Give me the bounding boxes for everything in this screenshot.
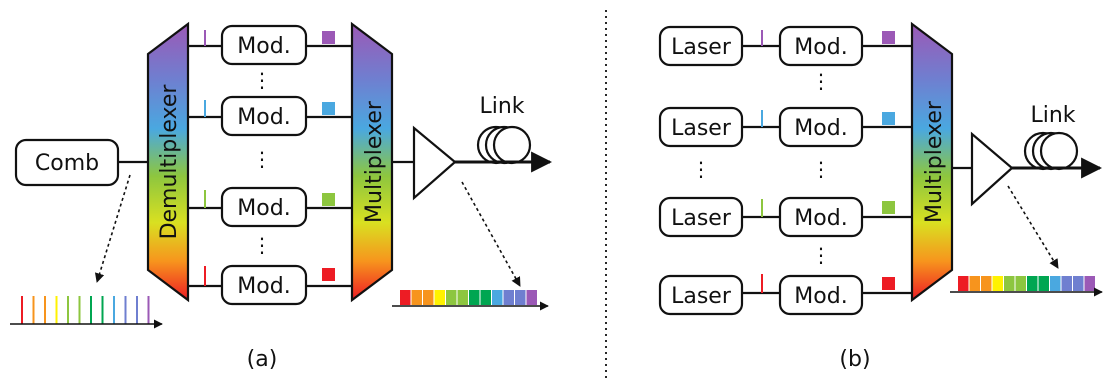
comb-label: Comb bbox=[35, 151, 99, 176]
vertical-ellipsis: ⋮ bbox=[252, 68, 272, 92]
laser-row-3: Laser Mod. bbox=[658, 196, 912, 238]
caption-b: (b) bbox=[839, 347, 870, 372]
laser-row-4: Laser Mod. bbox=[658, 274, 912, 316]
output-spectrum bbox=[958, 276, 1095, 291]
comb-block: Comb bbox=[14, 138, 120, 187]
spectrum-block bbox=[1004, 276, 1015, 291]
laser-label: Laser bbox=[671, 116, 732, 141]
laser-row-2: Laser Mod. bbox=[658, 106, 912, 148]
mod-label: Mod. bbox=[794, 284, 847, 309]
spectrum-block bbox=[503, 290, 514, 305]
spectrum-block bbox=[981, 276, 992, 291]
comb-spectrum-pointer bbox=[94, 174, 131, 283]
laser-label: Laser bbox=[671, 284, 732, 309]
spectrum-block bbox=[423, 290, 434, 305]
spectrum-block bbox=[969, 276, 980, 291]
comb-spectrum bbox=[21, 296, 150, 324]
spectrum-block bbox=[492, 290, 503, 305]
fiber-link-coil bbox=[1023, 131, 1079, 171]
laser-row-1: Laser Mod. bbox=[658, 25, 912, 67]
demultiplexer-label: Demultiplexer bbox=[157, 84, 182, 240]
mod-row-1: Mod. bbox=[188, 24, 352, 66]
vertical-ellipsis: ⋮ bbox=[252, 233, 272, 257]
modulated-signal-blue bbox=[322, 102, 335, 115]
vertical-ellipsis: ⋮ bbox=[811, 157, 831, 181]
caption-a: (a) bbox=[247, 347, 278, 372]
demultiplexer bbox=[146, 21, 190, 303]
vertical-ellipsis: ⋮ bbox=[252, 147, 272, 171]
link-label: Link bbox=[479, 94, 524, 119]
mod-label: Mod. bbox=[794, 35, 847, 60]
amplifier-triangle bbox=[970, 131, 1014, 207]
spectrum-block bbox=[515, 290, 526, 305]
laser-box bbox=[658, 274, 744, 316]
mod-label: Mod. bbox=[237, 34, 290, 59]
modulated-signal-red bbox=[882, 277, 895, 290]
output-spectrum-pointer bbox=[461, 181, 521, 287]
laser-label: Laser bbox=[671, 35, 732, 60]
mod-row-3: Mod. bbox=[188, 186, 352, 228]
spectrum-block bbox=[469, 290, 480, 305]
multiplexer-b bbox=[910, 21, 954, 303]
spectrum-block bbox=[1050, 276, 1061, 291]
mod-label: Mod. bbox=[794, 206, 847, 231]
multiplexer-a-label: Multiplexer bbox=[362, 100, 387, 223]
mod-box bbox=[778, 274, 864, 316]
vertical-ellipsis: ⋮ bbox=[691, 157, 711, 181]
spectrum-block bbox=[480, 290, 491, 305]
vertical-ellipsis: ⋮ bbox=[811, 69, 831, 93]
mod-row-2: Mod. bbox=[188, 95, 352, 137]
panel-a: Comb Demultiplexer Multiplexer Mod. ⋮ Mo… bbox=[10, 21, 553, 372]
vertical-ellipsis: ⋮ bbox=[811, 243, 831, 267]
spectrum-block bbox=[446, 290, 457, 305]
spectrum-block bbox=[457, 290, 468, 305]
spectrum-block bbox=[992, 276, 1003, 291]
multiplexer-b-label: Multiplexer bbox=[922, 100, 947, 223]
modulated-signal-violet bbox=[882, 31, 895, 44]
spectrum-block bbox=[1038, 276, 1049, 291]
modulated-signal-green bbox=[882, 201, 895, 214]
link-label: Link bbox=[1030, 103, 1075, 128]
spectrum-block bbox=[1027, 276, 1038, 291]
modulated-signal-green bbox=[322, 193, 335, 206]
spectrum-block bbox=[1015, 276, 1026, 291]
spectrum-block bbox=[1061, 276, 1072, 291]
mod-label: Mod. bbox=[794, 116, 847, 141]
mod-label: Mod. bbox=[237, 105, 290, 130]
modulated-signal-blue bbox=[882, 112, 895, 125]
fiber-link-coil bbox=[476, 125, 532, 165]
spectrum-block bbox=[1073, 276, 1084, 291]
modulated-signal-red bbox=[322, 268, 335, 281]
output-spectrum bbox=[400, 290, 537, 305]
spectrum-block bbox=[400, 290, 411, 305]
modulated-signal-violet bbox=[322, 31, 335, 44]
spectrum-block bbox=[411, 290, 422, 305]
spectrum-block bbox=[1084, 276, 1095, 291]
spectrum-block bbox=[526, 290, 537, 305]
mod-label: Mod. bbox=[237, 196, 290, 221]
spectrum-block bbox=[434, 290, 445, 305]
mod-label: Mod. bbox=[237, 274, 290, 299]
spectrum-block bbox=[958, 276, 969, 291]
panel-b: Multiplexer Laser Mod. ⋮ Laser Mod. ⋮ ⋮ bbox=[658, 21, 1103, 372]
amplifier-triangle bbox=[412, 125, 457, 201]
mod-row-4: Mod. bbox=[188, 264, 352, 306]
output-spectrum-pointer bbox=[1007, 185, 1059, 269]
laser-label: Laser bbox=[671, 206, 732, 231]
